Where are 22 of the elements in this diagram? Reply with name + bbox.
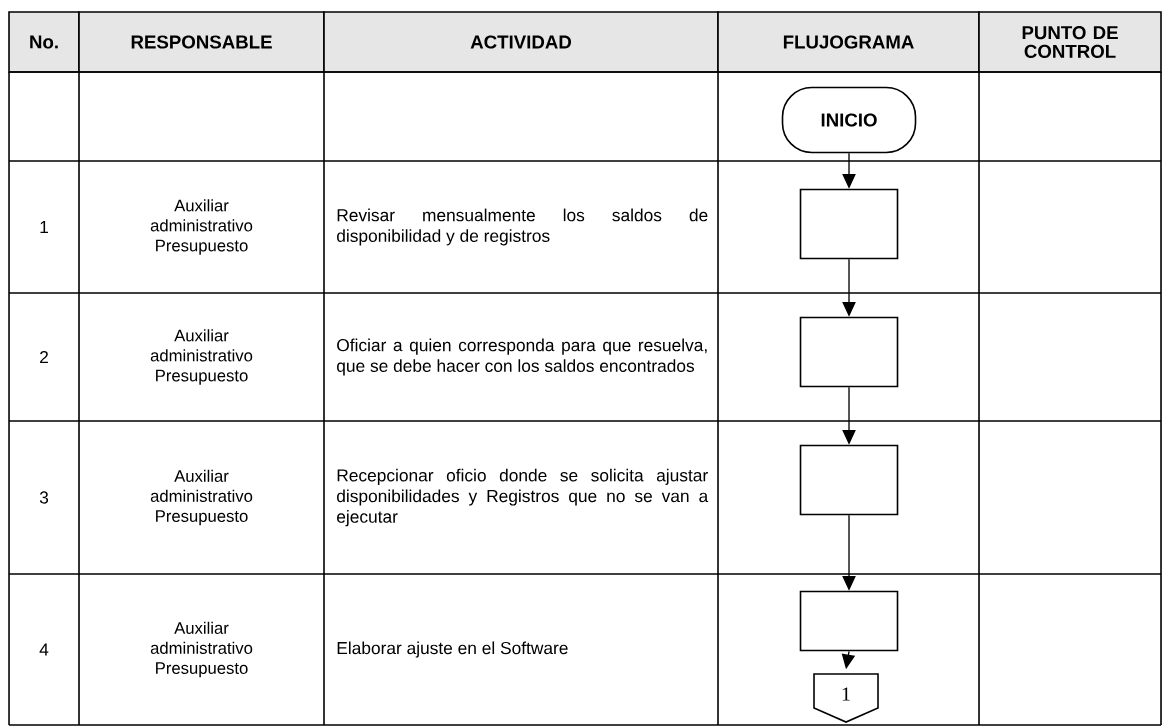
activity-text: Oficiar a quien corresponda para que resuelva, que se debe hacer con los saldos encontrados: [337, 338, 707, 376]
process-box: [799, 444, 899, 516]
row-number: 4: [39, 643, 49, 656]
header-cell: PUNTO DE CONTROL: [978, 11, 1162, 73]
start-terminal: INICIO: [781, 86, 917, 154]
responsible-text: Auxiliar administrativo Presupuesto: [150, 329, 253, 385]
activity-text: Elaborar ajuste en el Software: [337, 641, 568, 658]
header-cell: No.: [8, 11, 80, 73]
process-box: [799, 590, 899, 652]
offpage-connector: 1: [813, 673, 879, 723]
responsible-text: Auxiliar administrativo Presupuesto: [150, 199, 253, 255]
process-box: [799, 188, 899, 260]
responsible-text: Auxiliar administrativo Presupuesto: [150, 469, 253, 526]
process-box: [799, 316, 899, 388]
header-cell: ACTIVIDAD: [323, 11, 719, 73]
activity-text: Revisar mensualmente los saldos de disponibilidad y de registros: [337, 208, 708, 246]
row-number: 3: [39, 491, 49, 504]
header-cell: FLUJOGRAMA: [717, 11, 980, 73]
responsible-text: Auxiliar administrativo Presupuesto: [150, 621, 253, 678]
row-number: 2: [40, 350, 48, 364]
row-number: 1: [40, 221, 48, 233]
activity-text: Recepcionar oficio donde se solicita ajustar disponibilidades y Registros que no se van a ejecutar: [337, 468, 709, 527]
